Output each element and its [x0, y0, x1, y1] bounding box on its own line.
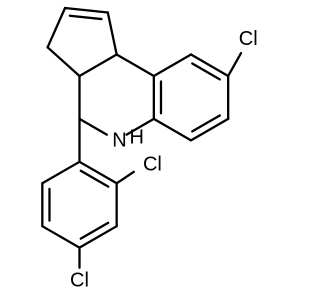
nh-atom: H	[129, 126, 143, 148]
ring-c-bond	[41, 225, 81, 249]
cl-para-atom: Cl	[70, 270, 89, 292]
ring-a-double-bond	[191, 62, 221, 81]
ring-c-bond	[78, 160, 118, 185]
cyclopentene-bond	[46, 46, 81, 78]
cl-top-bond	[227, 51, 243, 78]
cl-top-atom: Cl	[239, 28, 258, 50]
cyclopentene-bond	[106, 11, 118, 56]
ring-a-bond	[189, 117, 230, 142]
ring-c-double-bond	[79, 221, 110, 240]
ring-b-bond	[78, 53, 118, 78]
ring-a-bond	[152, 117, 193, 142]
cyclopentene-bond	[46, 6, 67, 49]
cl-ortho-bond	[115, 170, 135, 185]
ring-c-bond	[78, 225, 118, 249]
ring-b-n-bond	[125, 117, 155, 136]
ring-a-bond	[152, 53, 193, 78]
cl-ortho-atom: Cl	[143, 154, 162, 176]
ring-c-double-bond	[79, 169, 110, 188]
ring-b-bond	[115, 53, 155, 78]
cyclopentene-bond	[63, 6, 109, 14]
n-atom: N	[112, 129, 126, 151]
ring-a-bond	[189, 53, 230, 78]
cyclopentene-double-bond	[68, 14, 103, 21]
ring-a-double-bond	[191, 114, 221, 133]
ring-b-n-bond	[78, 117, 108, 136]
ring-c-bond	[41, 160, 81, 185]
